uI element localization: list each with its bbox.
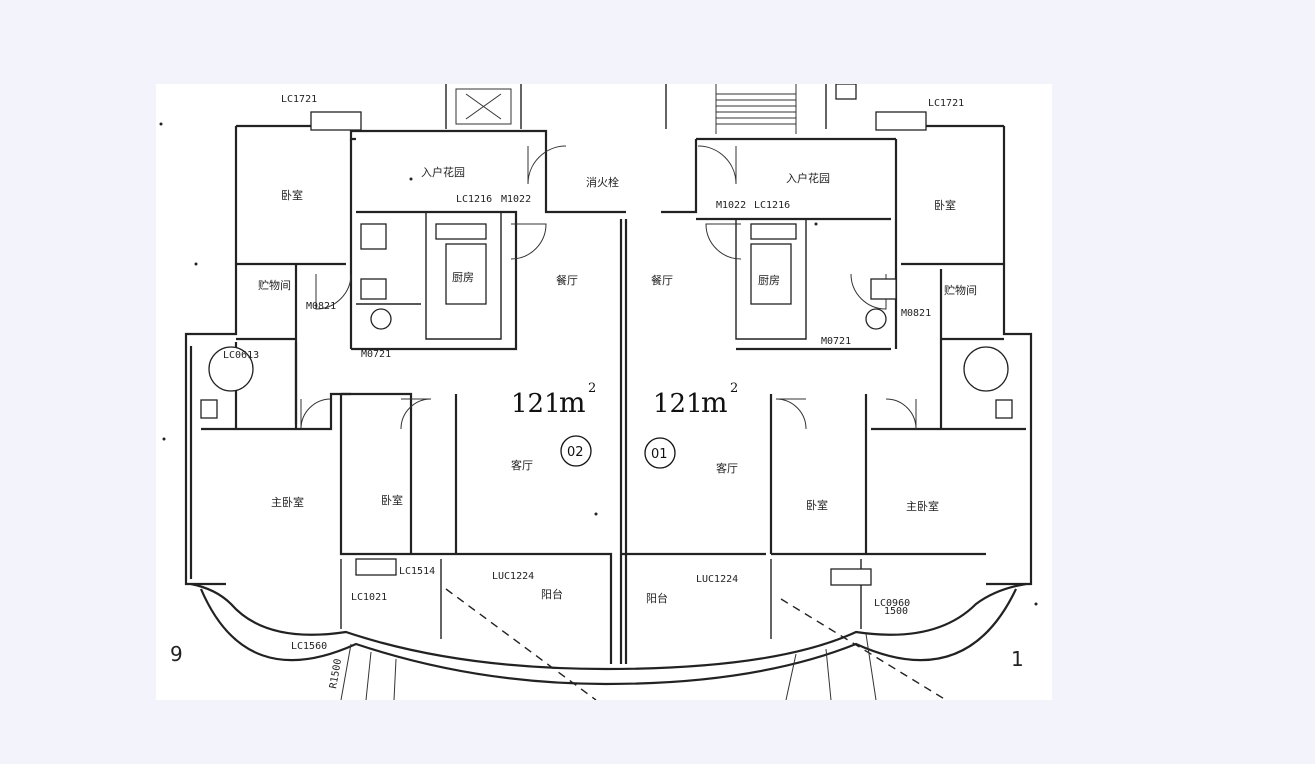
window-code-lc0960: LC0960 — [874, 598, 910, 609]
door-code-m1022-right: M1022 — [716, 200, 746, 211]
room-labels: 卧室 入户花园 消火栓 入户花园 卧室 贮物间 贮物间 厨房 厨房 餐厅 餐厅 … — [258, 165, 977, 605]
room-kitchen-right: 厨房 — [758, 274, 780, 287]
fixtures — [200, 111, 1013, 586]
room-storage-left: 贮物间 — [258, 278, 291, 292]
unit-02-area-unit: m — [559, 386, 586, 419]
area-annotations: 121 m 2 121 m 2 02 01 — [511, 381, 738, 469]
window-code-lc1021: LC1021 — [351, 592, 387, 603]
axis-label-right: 1 — [1011, 647, 1024, 671]
room-entry-garden-right: 入户花园 — [786, 171, 830, 185]
dim-1500: 1500 — [884, 606, 908, 617]
door-code-m0721-left: M0721 — [361, 349, 391, 360]
window-code-lc1224-right: LUC1224 — [696, 574, 738, 585]
floor-plan-sheet: LC1721 LC1721 LC1216 LC1216 M1022 M1022 … — [156, 84, 1052, 700]
window-code-lc0613-left: LC0613 — [223, 350, 259, 361]
unit-01-area: 121 — [653, 389, 703, 419]
room-dining-right: 餐厅 — [651, 273, 673, 287]
interior-walls-right — [621, 139, 1026, 556]
window-labels: LC1721 LC1721 LC1216 LC1216 M1022 M1022 … — [223, 94, 964, 652]
axis-label-left: 9 — [170, 642, 183, 666]
window-code-lc1514: LC1514 — [399, 566, 435, 577]
outer-walls — [184, 84, 1033, 586]
door-code-m1022-left: M1022 — [501, 194, 531, 205]
room-master-bedroom-left: 主卧室 — [271, 495, 304, 509]
room-entry-garden-left: 入户花园 — [421, 165, 465, 179]
door-code-m0821-left: M0821 — [306, 301, 336, 312]
window-code-lc1721-right: LC1721 — [928, 98, 964, 109]
room-living-left: 客厅 — [511, 458, 533, 472]
door-swings — [300, 145, 917, 430]
window-code-lc1560: LC1560 — [291, 641, 327, 652]
window-code-lc1216-left: LC1216 — [456, 194, 492, 205]
room-kitchen-left: 厨房 — [452, 271, 474, 284]
unit-01-area-unit: m — [701, 386, 728, 419]
room-storage-right: 贮物间 — [944, 283, 977, 297]
unit-02-area-superscript: 2 — [588, 381, 596, 396]
room-bedroom-left: 卧室 — [381, 493, 403, 507]
drawing-dots — [159, 122, 1038, 606]
room-bedroom-left-top: 卧室 — [281, 188, 303, 202]
room-balcony-right: 阳台 — [646, 591, 668, 605]
room-dining-left: 餐厅 — [556, 273, 578, 287]
room-bedroom-right-top: 卧室 — [934, 198, 956, 212]
unit-01-area-superscript: 2 — [730, 381, 738, 396]
room-master-bedroom-right: 主卧室 — [906, 499, 939, 513]
room-bedroom-right: 卧室 — [806, 498, 828, 512]
window-code-lc1721-left: LC1721 — [281, 94, 317, 105]
room-living-right: 客厅 — [716, 461, 738, 475]
floor-plan-drawing: LC1721 LC1721 LC1216 LC1216 M1022 M1022 … — [159, 84, 1038, 700]
room-fire-hydrant: 消火栓 — [586, 175, 619, 189]
room-balcony-left: 阳台 — [541, 587, 563, 601]
unit-02-number: 02 — [567, 445, 584, 460]
window-code-lc1216-right: LC1216 — [754, 200, 790, 211]
unit-02-area: 121 — [511, 389, 561, 419]
unit-01-number: 01 — [651, 447, 668, 462]
dim-r1500: R1500 — [328, 658, 344, 690]
window-code-lc1224-left: LUC1224 — [492, 571, 534, 582]
balcony-curve — [190, 559, 1027, 700]
door-code-m0821-right: M0821 — [901, 308, 931, 319]
door-code-m0721-right: M0721 — [821, 336, 851, 347]
axis-labels: 9 1 R1500 1500 — [170, 606, 1024, 690]
